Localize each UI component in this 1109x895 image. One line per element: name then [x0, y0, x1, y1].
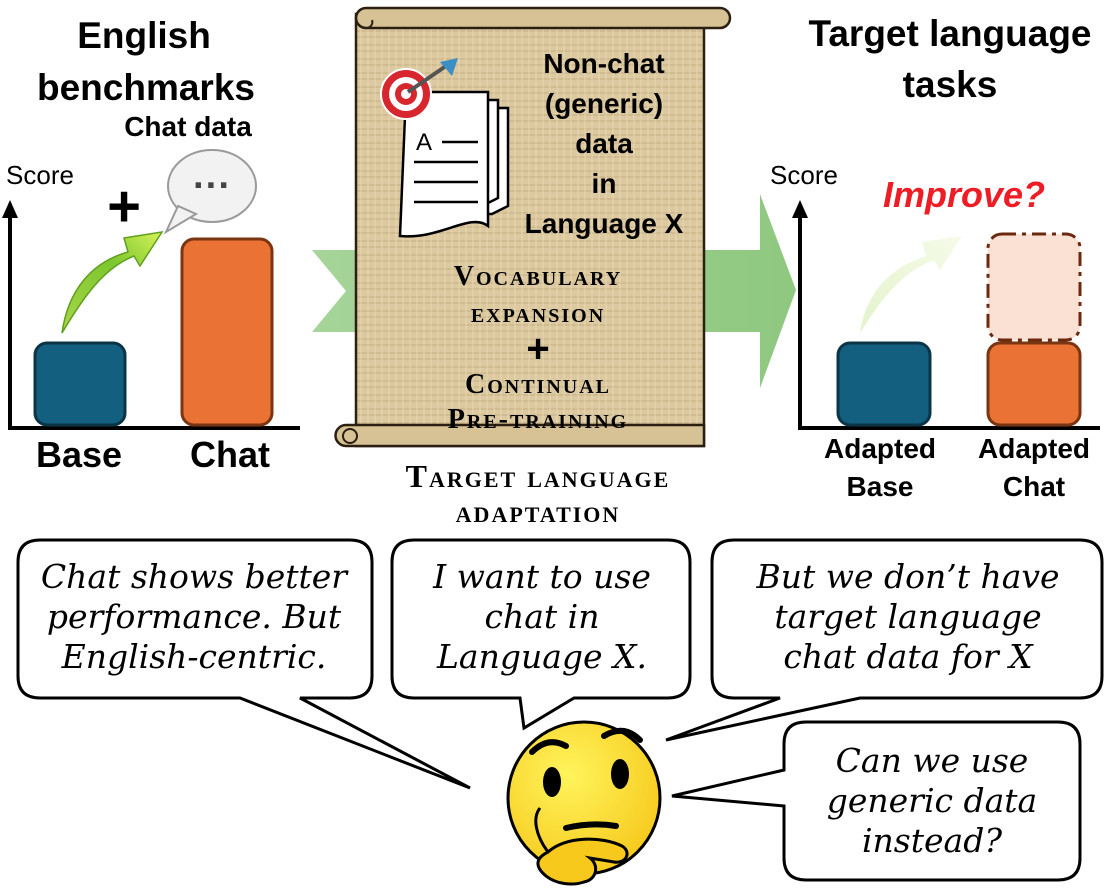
potential-improvement-arrow	[860, 236, 962, 333]
adaptation-caption-line2: adaptation	[456, 493, 621, 529]
bubble-2-line2: chat in	[485, 597, 600, 636]
right-title-line2: tasks	[903, 64, 998, 105]
left-title-line2: benchmarks	[37, 67, 255, 108]
data-text-line2: (generic)	[545, 88, 663, 119]
bar-base	[33, 341, 127, 427]
step-vocab-line1: Vocabulary	[454, 261, 622, 292]
bar-label-adapted-base-line1: Adapted	[824, 433, 936, 464]
bubble-1-line2: performance. But	[47, 597, 342, 636]
bubble-1-line3: English-centric.	[61, 637, 327, 676]
speech-bubble-dots: ···	[193, 165, 231, 207]
speech-bubble-1: Chat shows better performance. But Engli…	[16, 538, 471, 790]
bar-label-base: Base	[36, 434, 122, 475]
speech-bubble-4: Can we use generic data instead?	[671, 720, 1082, 882]
speech-bubble-icon: ···	[163, 149, 257, 235]
bar-label-adapted-base-line2: Base	[847, 471, 914, 502]
data-text-line3: data	[575, 128, 633, 159]
bar-chat	[180, 237, 274, 427]
document-letter: A	[416, 129, 432, 156]
step-cpt-line1: Continual	[465, 369, 611, 400]
left-title-line1: English	[77, 15, 211, 56]
bubble-3-line1: But we don’t have	[755, 557, 1059, 596]
data-text-line1: Non-chat	[543, 48, 664, 79]
right-axis-label: Score	[770, 160, 838, 190]
bar-label-adapted-chat-line2: Chat	[1003, 471, 1065, 502]
data-text-line4: in	[592, 168, 617, 199]
chat-data-label: Chat data	[124, 111, 252, 142]
bar-label-adapted-chat-line1: Adapted	[978, 433, 1090, 464]
adaptation-caption-line1: Target language	[406, 458, 671, 494]
plus-sign-left: +	[107, 174, 141, 239]
bar-adapted-chat	[986, 341, 1082, 427]
bar-adapted-chat-potential	[986, 232, 1082, 342]
bubble-2-line3: Language X.	[436, 637, 647, 676]
bubble-4-line3: instead?	[862, 821, 1002, 860]
right-panel: Target language tasks Score Improve? Ada…	[770, 13, 1100, 502]
data-text-line5: Language X	[525, 208, 684, 239]
plus-sign-center: +	[526, 327, 549, 371]
left-axis-label: Score	[6, 160, 74, 190]
bubble-4-line2: generic data	[827, 781, 1037, 820]
improvement-arrow	[61, 230, 164, 334]
left-panel: English benchmarks Chat data + ··· Score…	[2, 15, 300, 475]
step-vocab-line2: expansion	[471, 298, 605, 329]
bubble-2-line1: I want to use	[432, 557, 651, 596]
left-y-axis-arrowhead	[2, 200, 18, 218]
bar-label-chat: Chat	[190, 434, 270, 475]
bubble-3-line2: target language	[774, 597, 1041, 636]
target-dart-icon	[380, 58, 458, 120]
speech-bubble-3: But we don’t have target language chat d…	[665, 538, 1104, 742]
step-cpt-line2: Pre-training	[448, 404, 628, 435]
thinking-face-icon	[506, 720, 662, 886]
document-stack-icon: A	[398, 90, 510, 238]
bar-adapted-base	[836, 341, 932, 427]
bubble-4-line1: Can we use	[836, 741, 1029, 780]
bubble-1-line1: Chat shows better	[41, 557, 349, 596]
right-y-axis-arrowhead	[792, 200, 808, 218]
right-title-line1: Target language	[808, 13, 1091, 54]
speech-bubble-2: I want to use chat in Language X.	[390, 538, 692, 731]
center-scroll: A Non-chat (generic) data in Language X …	[334, 6, 732, 448]
bubble-3-line3: chat data for X	[783, 637, 1034, 676]
improve-question: Improve?	[883, 174, 1045, 215]
